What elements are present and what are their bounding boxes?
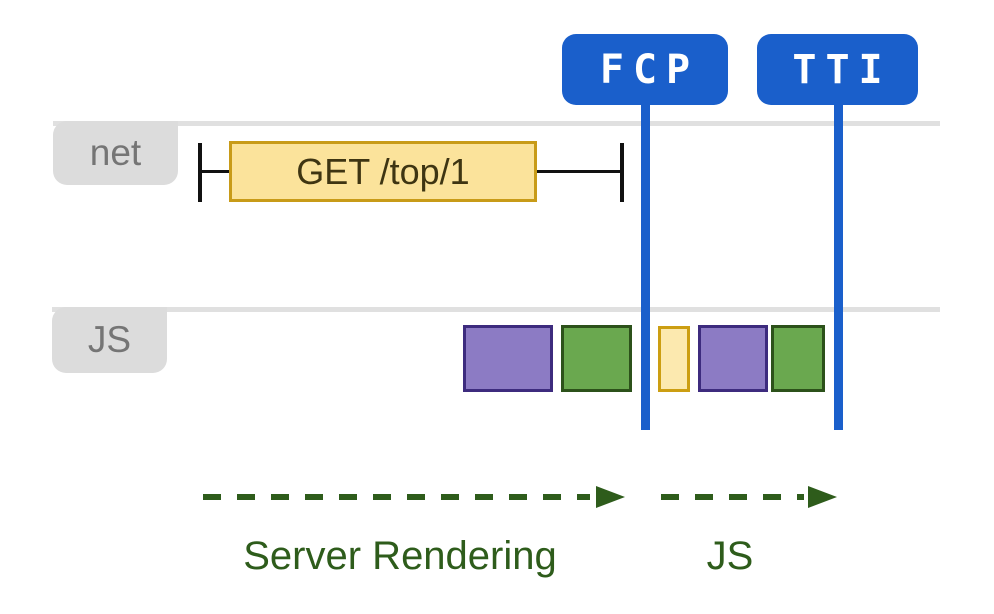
js-block-purple-1 <box>463 325 553 392</box>
tti-badge: TTI <box>757 34 918 105</box>
js-block-yellow-1 <box>658 326 690 392</box>
tti-marker-line <box>834 103 843 430</box>
js-phase-label: JS <box>706 534 754 578</box>
js-track-label: JS <box>87 319 132 360</box>
net-track-tab: net <box>53 121 178 185</box>
fcp-badge-label: FCP <box>599 46 700 93</box>
server-rendering-arrowhead-icon <box>596 486 625 508</box>
request-start-tick <box>198 143 202 202</box>
request-end-whisker <box>537 170 620 173</box>
fcp-badge: FCP <box>562 34 728 105</box>
tti-badge-label: TTI <box>792 46 892 93</box>
network-request-label: GET /top/1 <box>296 150 470 192</box>
js-block-purple-2 <box>698 325 768 392</box>
js-track-line <box>52 307 940 312</box>
request-end-tick <box>620 143 624 202</box>
js-block-green-1 <box>561 325 632 392</box>
js-track-tab: JS <box>52 307 167 373</box>
net-track-line <box>53 121 940 126</box>
server-rendering-phase-label: Server Rendering <box>243 534 557 578</box>
fcp-marker-line <box>641 103 650 430</box>
js-block-green-2 <box>771 325 825 392</box>
network-request-box: GET /top/1 <box>229 141 537 202</box>
request-start-whisker <box>202 170 229 173</box>
phase-arrows <box>203 486 837 508</box>
js-arrowhead-icon <box>808 486 837 508</box>
net-track-label: net <box>89 132 142 173</box>
